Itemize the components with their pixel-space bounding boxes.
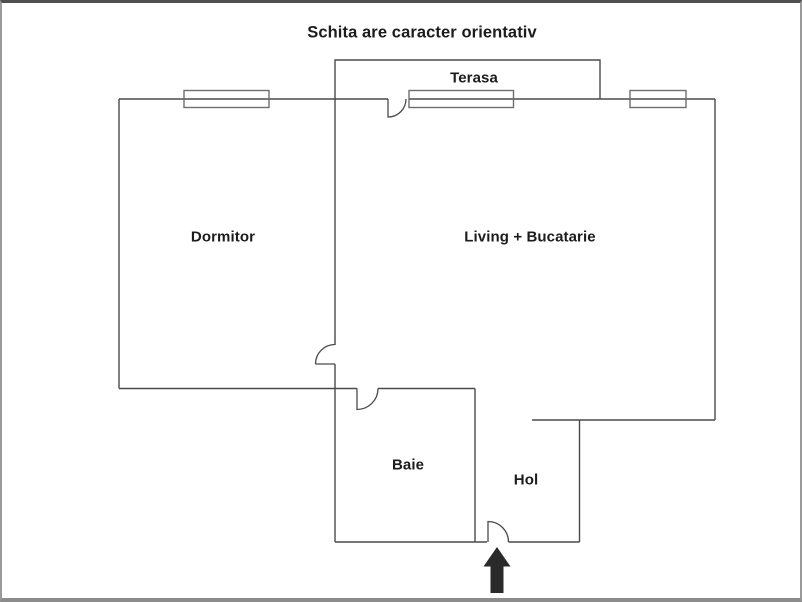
door-entrance <box>487 520 510 543</box>
window-living-terrace <box>408 89 515 109</box>
up-arrow-entrance-icon <box>483 547 511 593</box>
room-label-baie: Baie <box>391 456 425 474</box>
room-label-terasa: Terasa <box>450 69 498 87</box>
doors <box>314 98 510 543</box>
floor-plan-drawing <box>118 59 716 593</box>
room-label-dormitor: Dormitor <box>190 228 256 246</box>
door-dormitor <box>314 343 336 365</box>
walls <box>118 59 716 543</box>
door-terrace <box>387 98 407 118</box>
window-dormitor <box>183 89 270 109</box>
room-label-hol: Hol <box>513 471 539 489</box>
window-living-right <box>629 89 687 109</box>
windows <box>183 89 687 109</box>
door-baie <box>356 388 379 411</box>
plan-disclaimer-title: Schita are caracter orientativ <box>307 23 537 42</box>
terrace-outline <box>334 59 601 99</box>
room-label-living-bucatarie: Living + Bucatarie <box>464 228 596 246</box>
